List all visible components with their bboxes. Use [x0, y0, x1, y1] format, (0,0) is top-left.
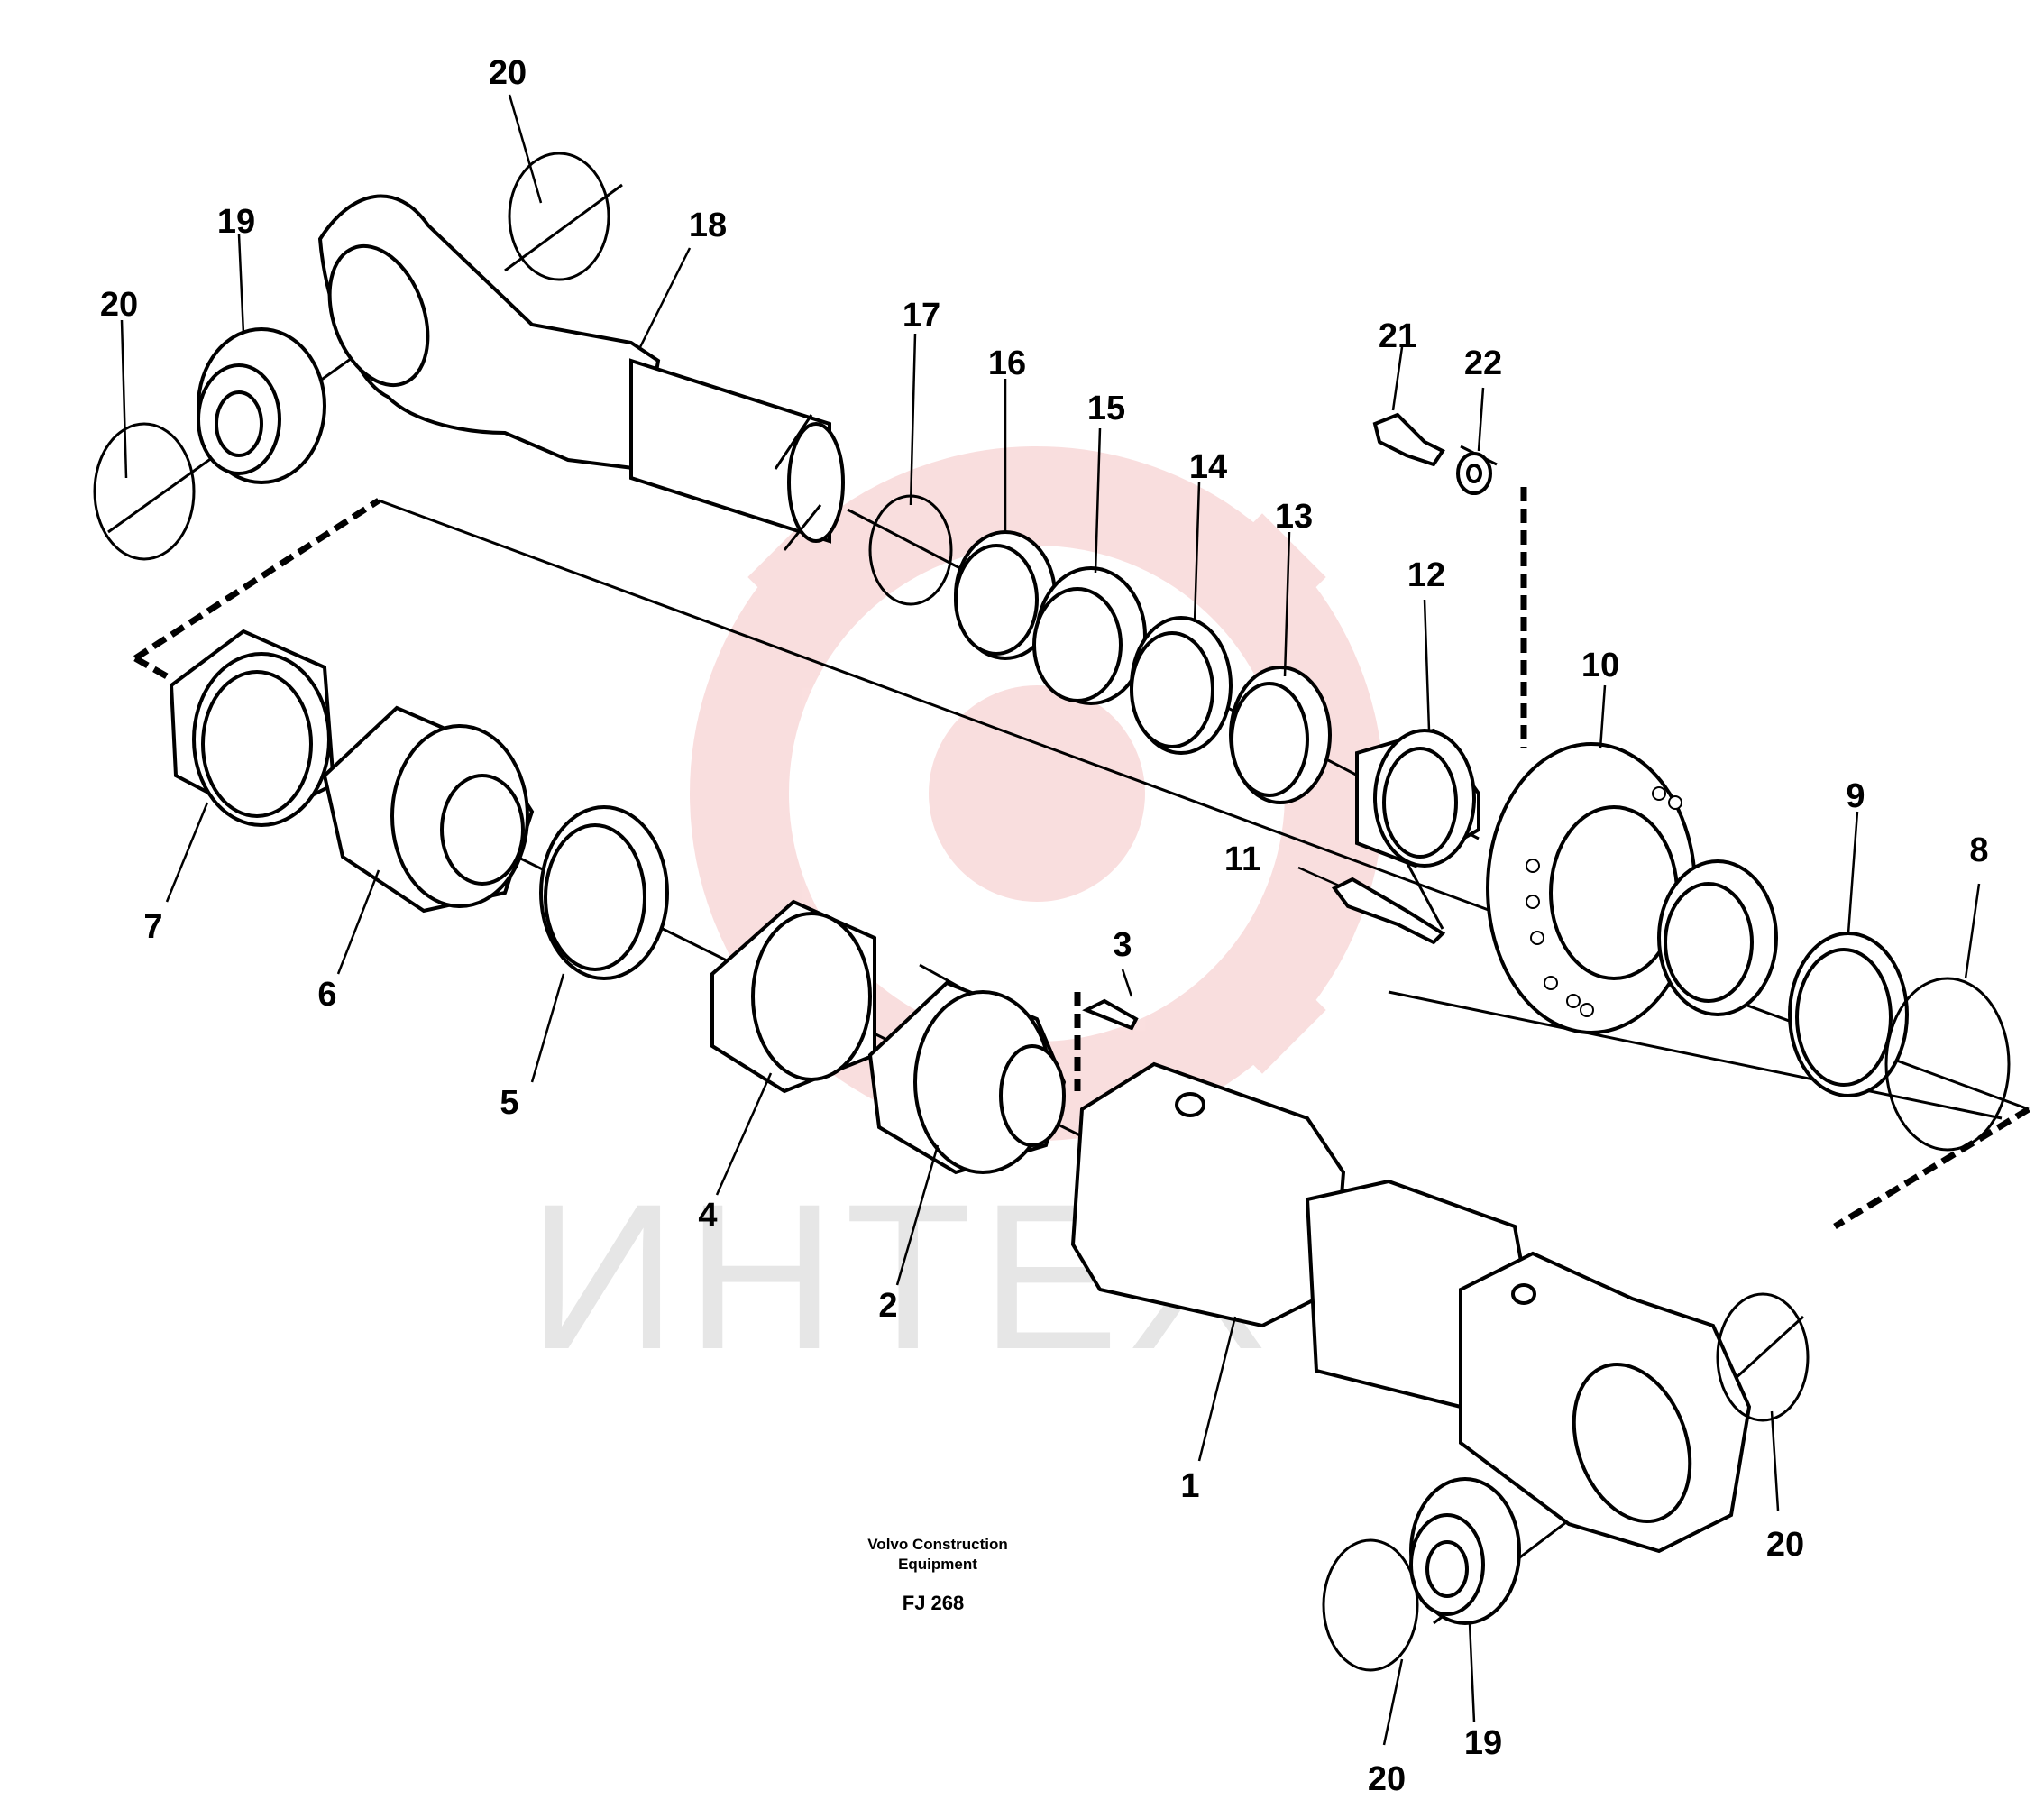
cylinder-tube [1070, 1061, 1752, 1554]
callout-8: 8 [1969, 831, 1988, 869]
callout-19-top: 19 [217, 203, 255, 241]
diagram-code: FJ 268 [903, 1592, 965, 1614]
callout-15: 15 [1087, 390, 1125, 427]
cylinder-head [1486, 742, 1778, 1034]
circlip-top-left [93, 422, 196, 561]
circlip-bottom-right [1716, 1292, 1810, 1422]
callout-3: 3 [1113, 926, 1132, 964]
callout-22: 22 [1464, 344, 1502, 382]
caption-line-1: Volvo Construction [867, 1536, 1008, 1553]
callout-12: 12 [1407, 556, 1445, 594]
callout-20-bottom: 20 [1368, 1760, 1406, 1798]
caption-line-2: Equipment [898, 1556, 977, 1573]
seal-rings-right [1788, 932, 2011, 1152]
bearing-bottom [1409, 1477, 1521, 1625]
callout-11: 11 [1224, 840, 1260, 878]
rod-seal-set [868, 494, 1332, 804]
callout-16: 16 [988, 344, 1026, 382]
leader-lines [120, 94, 1981, 1746]
callout-5: 5 [500, 1084, 518, 1122]
callout-14: 14 [1189, 448, 1227, 486]
callout-6: 6 [317, 976, 336, 1014]
callout-10: 10 [1581, 647, 1619, 684]
callout-4: 4 [698, 1197, 717, 1235]
callout-13: 13 [1275, 498, 1313, 536]
bolt [1372, 412, 1445, 467]
callout-20-top-left: 20 [100, 286, 138, 324]
piston-rod [317, 194, 845, 551]
washer [1456, 452, 1492, 495]
callout-20-top: 20 [489, 54, 527, 92]
circlip-bottom-left [1322, 1538, 1419, 1672]
callout-1: 1 [1180, 1467, 1199, 1505]
callout-9: 9 [1846, 777, 1865, 815]
callout-20-bottom-right: 20 [1766, 1526, 1804, 1564]
callout-2: 2 [878, 1287, 897, 1325]
callout-19-bottom: 19 [1464, 1724, 1502, 1762]
callout-17: 17 [903, 297, 940, 335]
callout-7: 7 [143, 908, 162, 946]
callout-18: 18 [689, 207, 727, 244]
bushing [1355, 728, 1480, 868]
head-screw [1331, 877, 1446, 945]
bearing-top [197, 327, 326, 484]
callout-21: 21 [1379, 317, 1416, 355]
assembly-group-outline [133, 487, 2030, 1229]
diagram-caption: Volvo Construction Equipment FJ 268 [867, 1536, 1008, 1614]
circlip-top [508, 152, 610, 281]
callout-numbers: 1 2 3 4 5 6 7 8 9 10 11 12 13 14 15 16 1… [100, 54, 1989, 1798]
piston-parts [169, 629, 1139, 1175]
